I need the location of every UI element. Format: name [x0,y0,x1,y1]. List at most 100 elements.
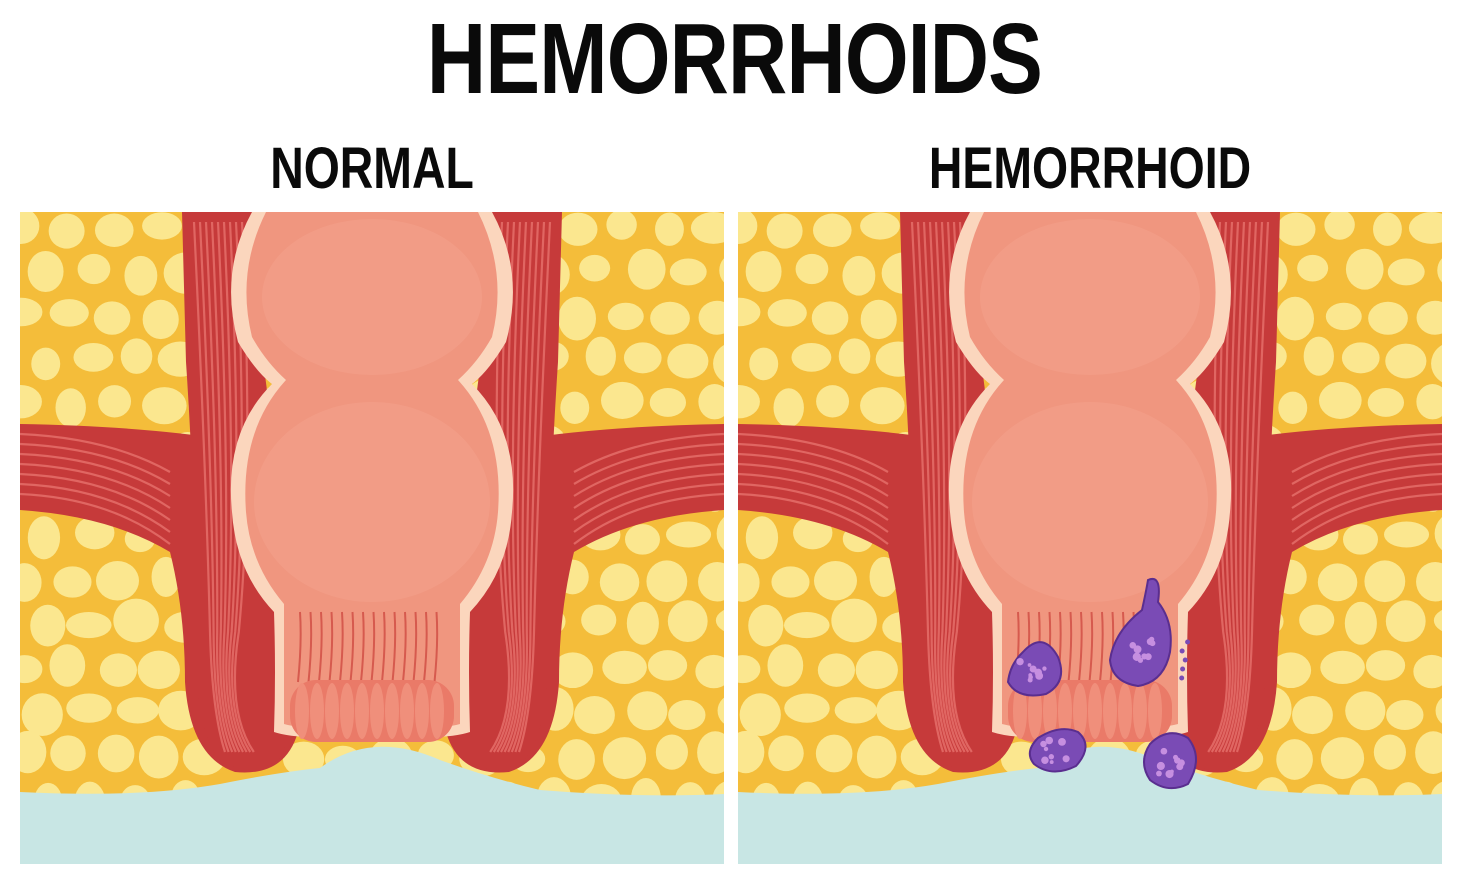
ring-fold [325,683,339,739]
muscle-fiber [210,221,237,753]
fat-globule [690,212,724,244]
fat-globule [27,516,61,560]
ring-fold [1118,683,1132,739]
muscle-fiber [1291,472,1442,521]
ring-fold [415,683,429,739]
ring-fold [1088,683,1102,739]
muscle-fiber [1225,221,1252,753]
fat-globule [93,301,131,335]
hemorrhoid-swelling [1006,641,1062,697]
fat-globule [791,342,832,372]
muscle-fiber [573,492,724,545]
muscle-fiber [20,452,171,497]
anal-column-line [391,611,397,683]
hemorrhoid-spot [1144,653,1152,661]
muscle-fiber [1291,452,1442,497]
muscle-fiber [573,482,724,533]
fat-globule [113,598,159,643]
muscle-fiber [1291,492,1442,545]
fat-globule [574,696,615,735]
fat-globule [1387,258,1425,286]
fat-globule [1297,254,1329,282]
anal-canal-anatomy [20,212,724,864]
muscle-fiber [1291,482,1442,533]
hemorrhoid-spot [1028,673,1033,677]
muscle-fiber [192,221,227,753]
fat-globule [695,654,724,689]
fat-globule [627,248,666,290]
fat-globule [647,650,688,681]
fat-globule [558,739,595,780]
muscle-fiber [1214,221,1234,753]
fat-globule [831,598,877,643]
fat-globule [745,516,779,560]
fat-globule [745,250,782,293]
muscle-fiber [1221,221,1246,753]
hemorrhoid-spot [1160,747,1168,755]
hemorrhoid-swellings [1006,578,1197,790]
hemorrhoid-swelling [1143,732,1197,790]
fat-globule [860,299,897,340]
fat-globule [1373,212,1402,246]
fat-globule [1303,336,1334,376]
fat-globule [1278,391,1308,424]
fat-globule [1325,302,1362,331]
vessel-dot [1180,666,1186,672]
hemorrhoid-spot [1040,740,1047,748]
fat-globule [719,258,724,283]
fat-globule [21,693,63,737]
muscle-fiber [573,452,724,497]
fat-globule [20,212,40,244]
fat-globule [698,300,724,335]
fat-globule [713,344,724,383]
fat-globule [48,213,85,249]
muscle-fiber [916,221,948,753]
muscle-fiber [228,221,248,753]
fat-globule [579,254,611,282]
fat-globule [748,604,784,647]
ring-fold [1028,683,1042,739]
fat-globule [768,735,804,772]
fat-globule [602,650,647,685]
fat-globule [1415,731,1442,774]
fat-globule [1324,212,1355,240]
ring-fold [295,683,309,739]
fat-globule [142,212,182,240]
fat-globule [50,735,86,772]
fat-globule [1367,388,1405,417]
fat-globule [77,253,111,285]
hemorrhoid-spot [1049,760,1054,765]
fat-globule [738,655,761,684]
muscle-fiber [910,221,945,753]
fat-globule [585,336,616,376]
fat-globule [1276,739,1313,780]
fat-globule [817,653,856,687]
muscle-fiber [20,442,171,485]
fat-globule [75,516,115,550]
fat-globule [624,524,660,555]
fat-globule [795,253,829,285]
hemorrhoid-swelling [1108,578,1172,688]
fat-globule [667,343,709,379]
fat-globule [855,650,898,690]
fat-globule [812,213,852,247]
anal-column-line [1067,611,1073,683]
fat-globule [73,342,114,372]
fat-globule [20,297,43,327]
fat-globule [738,384,760,419]
muscle-fiber [738,482,889,533]
muscle-fiber [20,492,171,545]
fat-globule [95,561,140,601]
anal-column-line [433,611,439,683]
ring-fold [1073,683,1087,739]
ring-fold [1103,683,1117,739]
anal-columns [290,611,454,742]
vessel-dot [1185,639,1191,645]
fat-globule [1299,604,1335,636]
ring-fold [1043,683,1057,739]
muscle-fiber [517,221,552,753]
fat-globule [1368,301,1408,335]
anal-column-line [360,611,365,683]
fat-globule [773,388,804,428]
muscle-fiber [922,221,952,753]
